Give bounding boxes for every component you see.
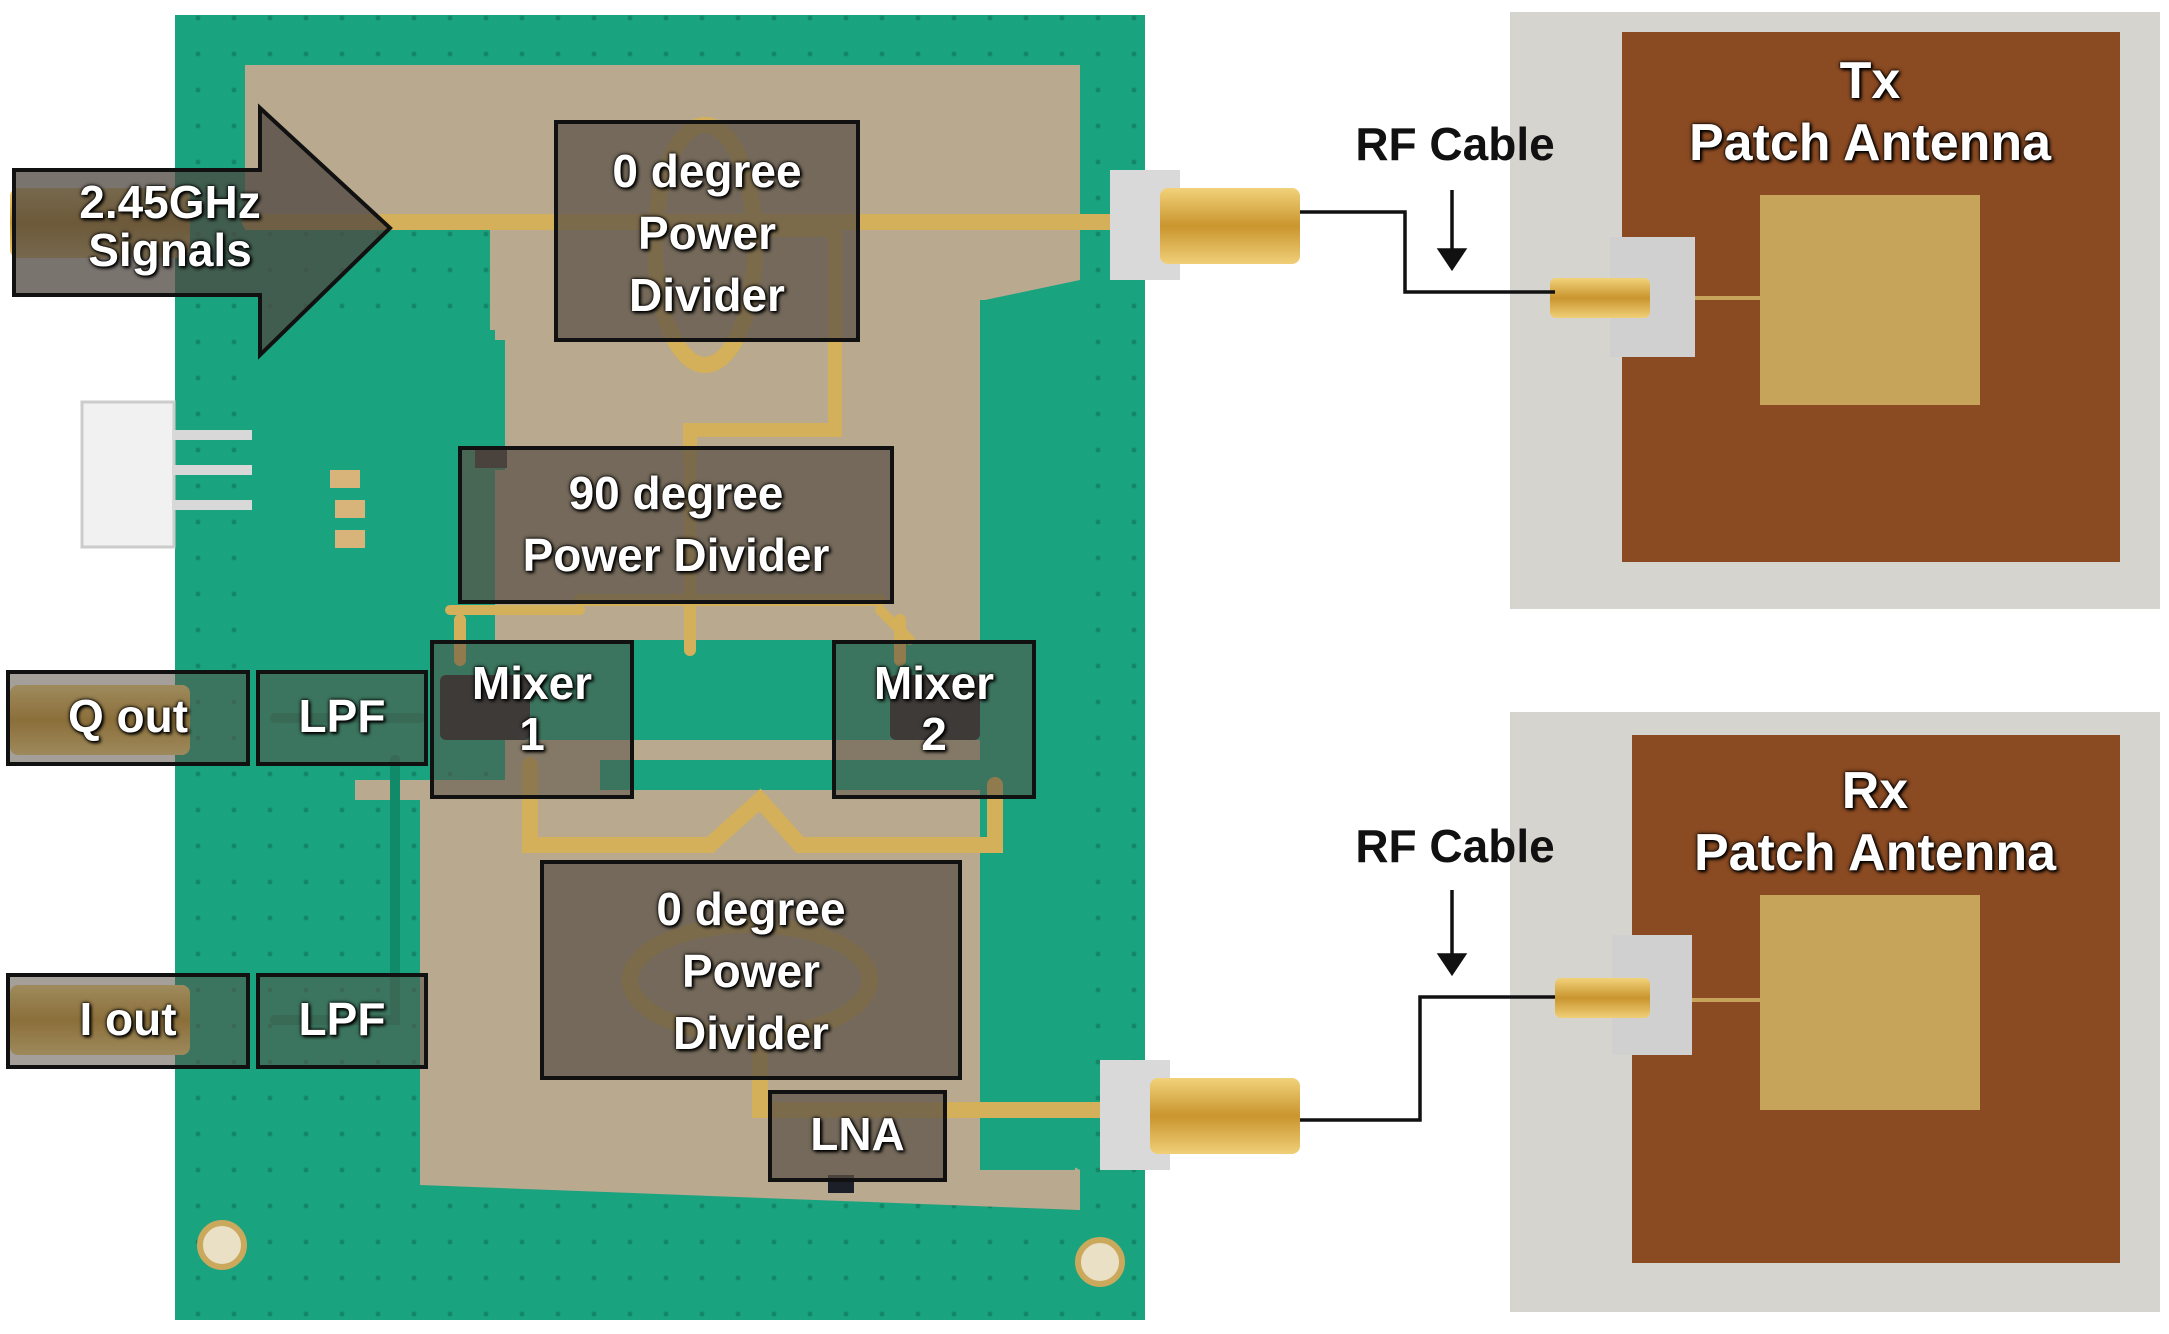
tx-antenna-line1: Tx <box>1839 52 1901 110</box>
input-arrow <box>12 103 393 360</box>
power-divider-top-line2: Power <box>637 207 777 260</box>
rx-antenna-photo <box>1510 712 2160 1312</box>
rx-antenna-line1: Rx <box>1841 762 1909 820</box>
mixer-1-label: Mixer 1 <box>432 658 632 759</box>
label-boxes <box>6 103 1036 1182</box>
mixer-2-label: Mixer 2 <box>834 658 1034 759</box>
power-divider-bottom-label: 0 degree Power Divider <box>542 878 960 1064</box>
input-signal-line1: 2.45GHz <box>79 176 261 228</box>
rx-antenna-label: Rx Patch Antenna <box>1625 760 2125 885</box>
rx-antenna-line2: Patch Antenna <box>1693 824 2057 883</box>
power-divider-bottom-line2: Power <box>681 945 821 998</box>
lpf-i-label: LPF <box>298 993 386 1045</box>
power-divider-bottom-line3: Divider <box>673 1007 829 1060</box>
rx-rf-cable-label: RF Cable <box>1355 820 1555 872</box>
q-out-label: Q out <box>67 690 189 742</box>
lna-label: LNA <box>810 1108 905 1160</box>
mixer-1-line2: 1 <box>519 707 545 760</box>
rf-cables <box>1300 210 1555 1122</box>
input-signal-line2: Signals <box>88 224 252 277</box>
mixer-2-line2: 2 <box>921 707 947 760</box>
tx-antenna-photo <box>1510 12 2160 609</box>
power-divider-90-label: 90 degree Power Divider <box>460 462 892 586</box>
tx-antenna-line2: Patch Antenna <box>1688 114 2052 173</box>
cable-arrows <box>1436 190 1468 977</box>
power-divider-90-line2: Power Divider <box>522 529 830 582</box>
tx-antenna-label: Tx Patch Antenna <box>1620 50 2120 175</box>
power-divider-top-label: 0 degree Power Divider <box>556 140 858 326</box>
power-divider-bottom-line1: 0 degree <box>656 883 846 935</box>
power-divider-90-line1: 90 degree <box>568 467 784 519</box>
power-divider-top-line1: 0 degree <box>612 145 802 197</box>
i-out-label: I out <box>79 993 177 1045</box>
mixer-2-line1: Mixer <box>873 657 995 709</box>
power-divider-top-line3: Divider <box>629 269 785 322</box>
mixer-1-line1: Mixer <box>471 657 593 709</box>
tx-rf-cable-label: RF Cable <box>1355 118 1555 170</box>
input-signal-label: 2.45GHz Signals <box>40 178 300 275</box>
lpf-q-label: LPF <box>298 690 386 742</box>
